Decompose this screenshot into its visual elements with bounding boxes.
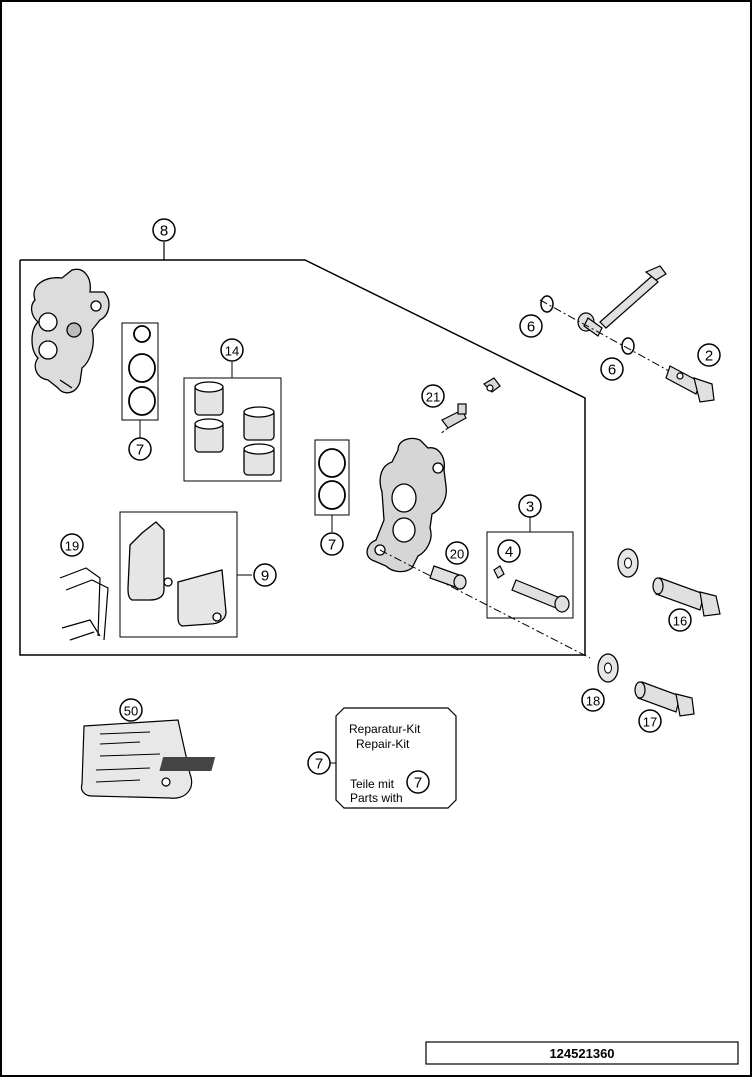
bleeder-axis-line [439,427,449,435]
axle-drawing [577,265,667,337]
callout-7-seals-mid: 7 [328,537,336,554]
bolt-17-drawing [634,681,695,717]
bolt-2-drawing [665,365,715,403]
callout-3: 3 [526,499,534,516]
axle-axis-line [539,299,701,389]
callout-4: 4 [505,544,513,561]
callout-6-lower: 6 [608,362,616,379]
seal-kit-box-left [121,322,159,421]
callout-7-seals-left: 7 [136,442,144,459]
brake-pads-drawing [127,521,227,627]
brake-caliper-drawing [366,437,447,573]
washer-upper [540,295,554,313]
callout-18: 18 [586,694,600,709]
callout-19: 19 [65,539,79,554]
callout-7-kit-inner: 7 [414,775,422,792]
callout-21: 21 [426,390,440,405]
callout-2: 2 [705,348,713,365]
repair-kit-line1: Reparatur-Kit [349,722,421,736]
callout-9: 9 [261,568,269,585]
assembly-group-outline [19,259,586,656]
repair-kit-line2: Repair-Kit [356,737,410,751]
ktm-logo [159,757,216,771]
callout-7-kit: 7 [315,756,323,773]
bolt-16-drawing [652,577,721,617]
guide-pin-drawing [493,565,570,613]
seal-rings-mid [318,448,346,510]
pad-spring-drawing [59,567,109,641]
callout-20: 20 [450,547,464,562]
washer-16-hole [624,557,632,569]
pistons-drawing [194,381,275,476]
repair-kit-line3: Teile mit [350,777,395,791]
callout-17: 17 [643,715,657,730]
callout-8: 8 [160,223,168,240]
grease-packet-drawing [80,719,193,799]
caliper-bracket-drawing [30,268,110,394]
washer-lower [621,337,635,355]
callout-14: 14 [225,344,239,359]
washer-18-hole [604,662,612,674]
callout-circles [60,218,721,794]
drawing-number: 124521360 [549,1046,614,1061]
guide-bushing-drawing [429,565,467,590]
drawing-number-box [425,1041,739,1065]
repair-kit-line4: Parts with [350,791,403,805]
callout-6-upper: 6 [527,319,535,336]
bleeder-valve-drawing [441,377,501,429]
seal-rings-left [128,325,156,416]
callout-16: 16 [673,614,687,629]
callout-50: 50 [124,704,138,719]
pin-axis-line [379,549,591,659]
ktm-logo-text: KTM [380,759,405,771]
